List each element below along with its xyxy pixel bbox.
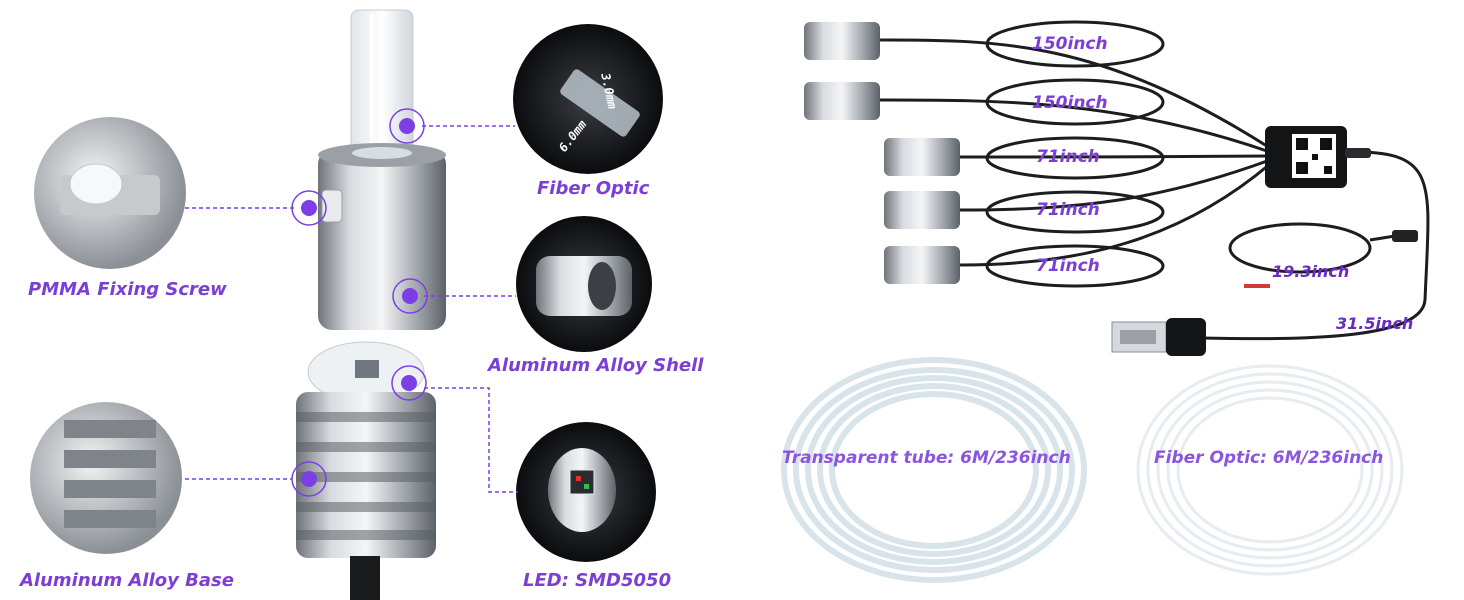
light-heads (804, 22, 960, 284)
usb-lead-length: 31.5inch (1336, 314, 1414, 333)
controller-box (1265, 126, 1371, 188)
usb-plug (1111, 318, 1206, 356)
cable-5-length: 71inch (1036, 256, 1100, 276)
cable-1-length: 150inch (1032, 34, 1108, 54)
cable-4-length: 71inch (1036, 200, 1100, 220)
callout-dots (291, 108, 428, 497)
transparent-tube-coil (781, 357, 1087, 583)
base-detail-circle (30, 402, 182, 554)
fiber-optic-label: Fiber Optic (537, 178, 650, 199)
callout-lines (185, 125, 518, 493)
led-detail-circle (516, 422, 656, 562)
shell-detail-circle (516, 216, 652, 352)
transparent-tube-label: Transparent tube: 6M/236inch (782, 448, 1071, 468)
pmma-screw-label: PMMA Fixing Screw (28, 279, 227, 300)
led-label: LED: SMD5050 (523, 570, 672, 591)
power-lead-length: 19.3inch (1272, 262, 1350, 281)
alloy-base-label: Aluminum Alloy Base (20, 570, 234, 591)
alloy-base-part (296, 392, 436, 600)
cable-harness (879, 20, 1430, 341)
screw-detail-circle (34, 117, 186, 269)
cable-3-length: 71inch (1036, 147, 1100, 167)
power-plug (1244, 230, 1418, 288)
fiber-rod (350, 9, 414, 161)
alloy-shell-part (318, 143, 446, 330)
fiber-coil-label: Fiber Optic: 6M/236inch (1154, 448, 1384, 468)
cable-2-length: 150inch (1032, 93, 1108, 113)
fiber-detail-circle (513, 24, 663, 174)
fiber-coil (1136, 364, 1404, 576)
alloy-shell-label: Aluminum Alloy Shell (488, 355, 704, 376)
